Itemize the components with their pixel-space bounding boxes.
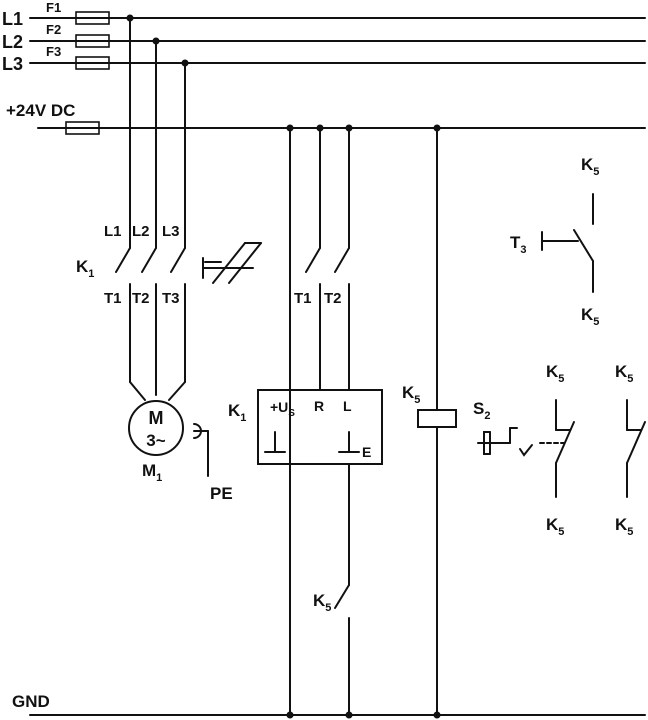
varistor-icon bbox=[202, 242, 262, 284]
label-24v: +24V DC bbox=[6, 101, 75, 120]
label-k5b-bottom: K5 bbox=[615, 515, 633, 538]
label-coil-k5: K5 bbox=[402, 383, 420, 406]
coil-k5 bbox=[417, 124, 457, 719]
label-relay-out1: T1 bbox=[294, 290, 312, 307]
label-f2: F2 bbox=[46, 22, 61, 37]
label-t3: T3 bbox=[510, 233, 527, 256]
label-r: R bbox=[314, 398, 324, 414]
label-l: L bbox=[343, 398, 352, 414]
motor-m1 bbox=[128, 400, 209, 477]
label-f3: F3 bbox=[46, 44, 61, 59]
label-k1-out2: T2 bbox=[132, 290, 150, 307]
label-m1: M1 bbox=[142, 461, 162, 484]
fuse-dc bbox=[65, 121, 100, 135]
label-l1: L1 bbox=[2, 9, 23, 29]
label-k5a-top: K5 bbox=[546, 362, 564, 385]
label-l3: L3 bbox=[2, 54, 23, 74]
motor-label-phase: 3~ bbox=[146, 431, 165, 450]
label-k1-out3: T3 bbox=[162, 290, 180, 307]
label-k5b-top: K5 bbox=[615, 362, 633, 385]
label-k1-main: K1 bbox=[76, 257, 94, 280]
label-k1-in2: L2 bbox=[132, 223, 150, 240]
fuse-f1 bbox=[75, 11, 110, 25]
label-k1-in1: L1 bbox=[104, 223, 122, 240]
rail-l1 bbox=[29, 11, 646, 25]
fuse-f3 bbox=[75, 56, 110, 70]
motor-label-m: M bbox=[149, 408, 164, 428]
label-k1-in3: L3 bbox=[162, 223, 180, 240]
label-l2: L2 bbox=[2, 32, 23, 52]
relay-module-k1 bbox=[257, 124, 383, 719]
switch-t3 bbox=[541, 193, 594, 293]
rail-l2 bbox=[29, 34, 646, 48]
switch-s2 bbox=[477, 427, 565, 457]
label-t3-bottom: K5 bbox=[581, 305, 599, 328]
label-k1-out1: T1 bbox=[104, 290, 122, 307]
label-s2: S2 bbox=[473, 399, 490, 422]
label-k5a-bottom: K5 bbox=[546, 515, 564, 538]
rail-24v bbox=[37, 121, 646, 135]
label-t3-top: K5 bbox=[581, 155, 599, 178]
label-gnd: GND bbox=[12, 692, 50, 711]
label-k1-relay: K1 bbox=[228, 401, 246, 424]
label-relay-out2: T2 bbox=[324, 290, 342, 307]
label-e: E bbox=[362, 444, 371, 460]
label-f1: F1 bbox=[46, 0, 61, 15]
contact-k5-a bbox=[555, 399, 575, 498]
main-contactor-k1 bbox=[115, 14, 189, 401]
rail-l3 bbox=[29, 56, 646, 70]
label-k5-contact: K5 bbox=[313, 591, 331, 614]
label-pe: PE bbox=[210, 484, 233, 503]
label-us: +US bbox=[270, 399, 295, 419]
fuse-f2 bbox=[75, 34, 110, 48]
contact-k5-b bbox=[626, 399, 646, 498]
